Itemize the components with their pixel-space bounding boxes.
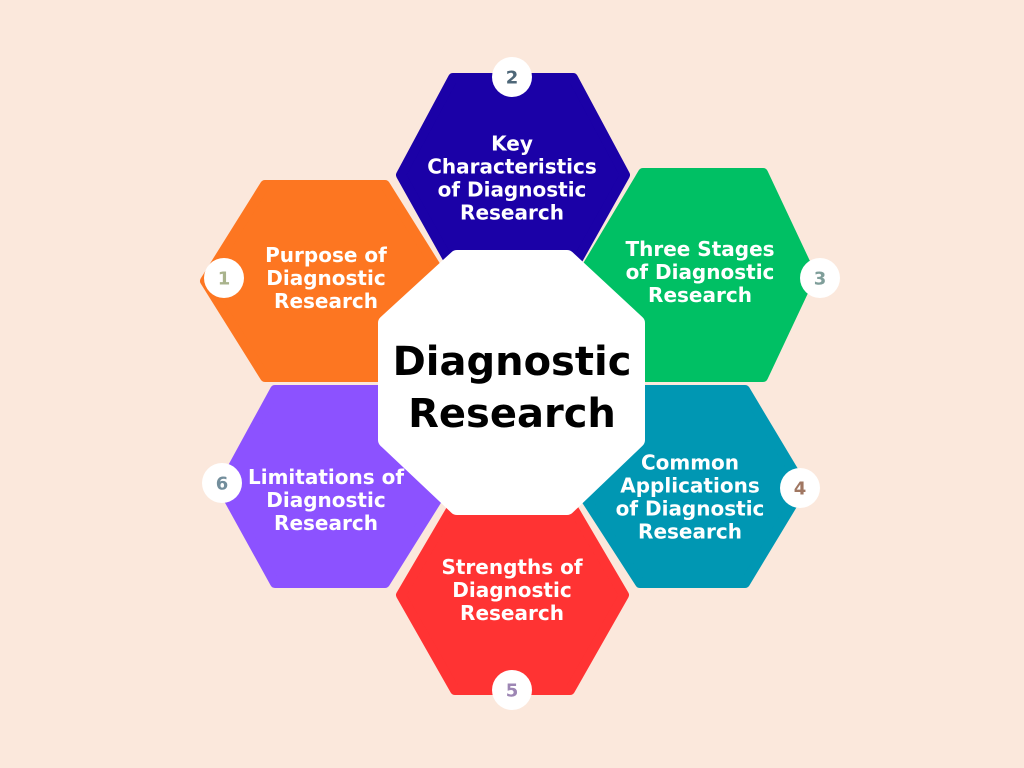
badge-number: 1 (218, 269, 231, 290)
number-badge-1: 1 (204, 258, 244, 298)
hexagon-label-line: Research (460, 601, 564, 625)
hexagon-label-line: Common (641, 451, 739, 475)
badge-number: 4 (794, 479, 807, 500)
center-octagon (378, 250, 645, 515)
number-badge-2: 2 (492, 57, 532, 97)
number-badge-6: 6 (202, 463, 242, 503)
hexagon-label-line: Limitations of (248, 465, 404, 489)
hexagon-label-line: Research (648, 283, 752, 307)
badge-circle (492, 57, 532, 97)
badge-number: 6 (216, 474, 229, 495)
hexagon-label-line: of Diagnostic (626, 260, 775, 284)
hexagon-label-line: Three Stages (625, 237, 774, 261)
hexagon-label-line: Strengths of (441, 555, 582, 579)
hexagon-label-line: Research (638, 520, 742, 544)
number-badge-4: 4 (780, 468, 820, 508)
hexagon-label-line: Diagnostic (266, 266, 385, 290)
badge-circle (780, 468, 820, 508)
hexagon-label-line: Key (491, 132, 533, 156)
number-badge-3: 3 (800, 258, 840, 298)
badge-circle (202, 463, 242, 503)
hexagon-label-line: of Diagnostic (438, 178, 587, 202)
hexagon-label-line: Research (460, 201, 564, 225)
badge-number: 5 (506, 681, 519, 702)
badge-circle (492, 670, 532, 710)
hexagon-label-line: Research (274, 289, 378, 313)
center-title-line: Research (408, 391, 616, 437)
badge-number: 2 (506, 68, 519, 89)
hexagon-label-line: Diagnostic (266, 488, 385, 512)
center-title-line: Diagnostic (393, 339, 632, 385)
hexagon-label-line: of Diagnostic (616, 497, 765, 521)
hexagon-label-line: Research (274, 511, 378, 535)
badge-number: 3 (814, 269, 827, 290)
hexagon-label-line: Applications (620, 474, 759, 498)
number-badge-5: 5 (492, 670, 532, 710)
badge-circle (800, 258, 840, 298)
hexagon-label-line: Purpose of (265, 243, 387, 267)
badge-circle (204, 258, 244, 298)
hexagon-label-line: Characteristics (427, 155, 597, 179)
hexagon-label-line: Diagnostic (452, 578, 571, 602)
